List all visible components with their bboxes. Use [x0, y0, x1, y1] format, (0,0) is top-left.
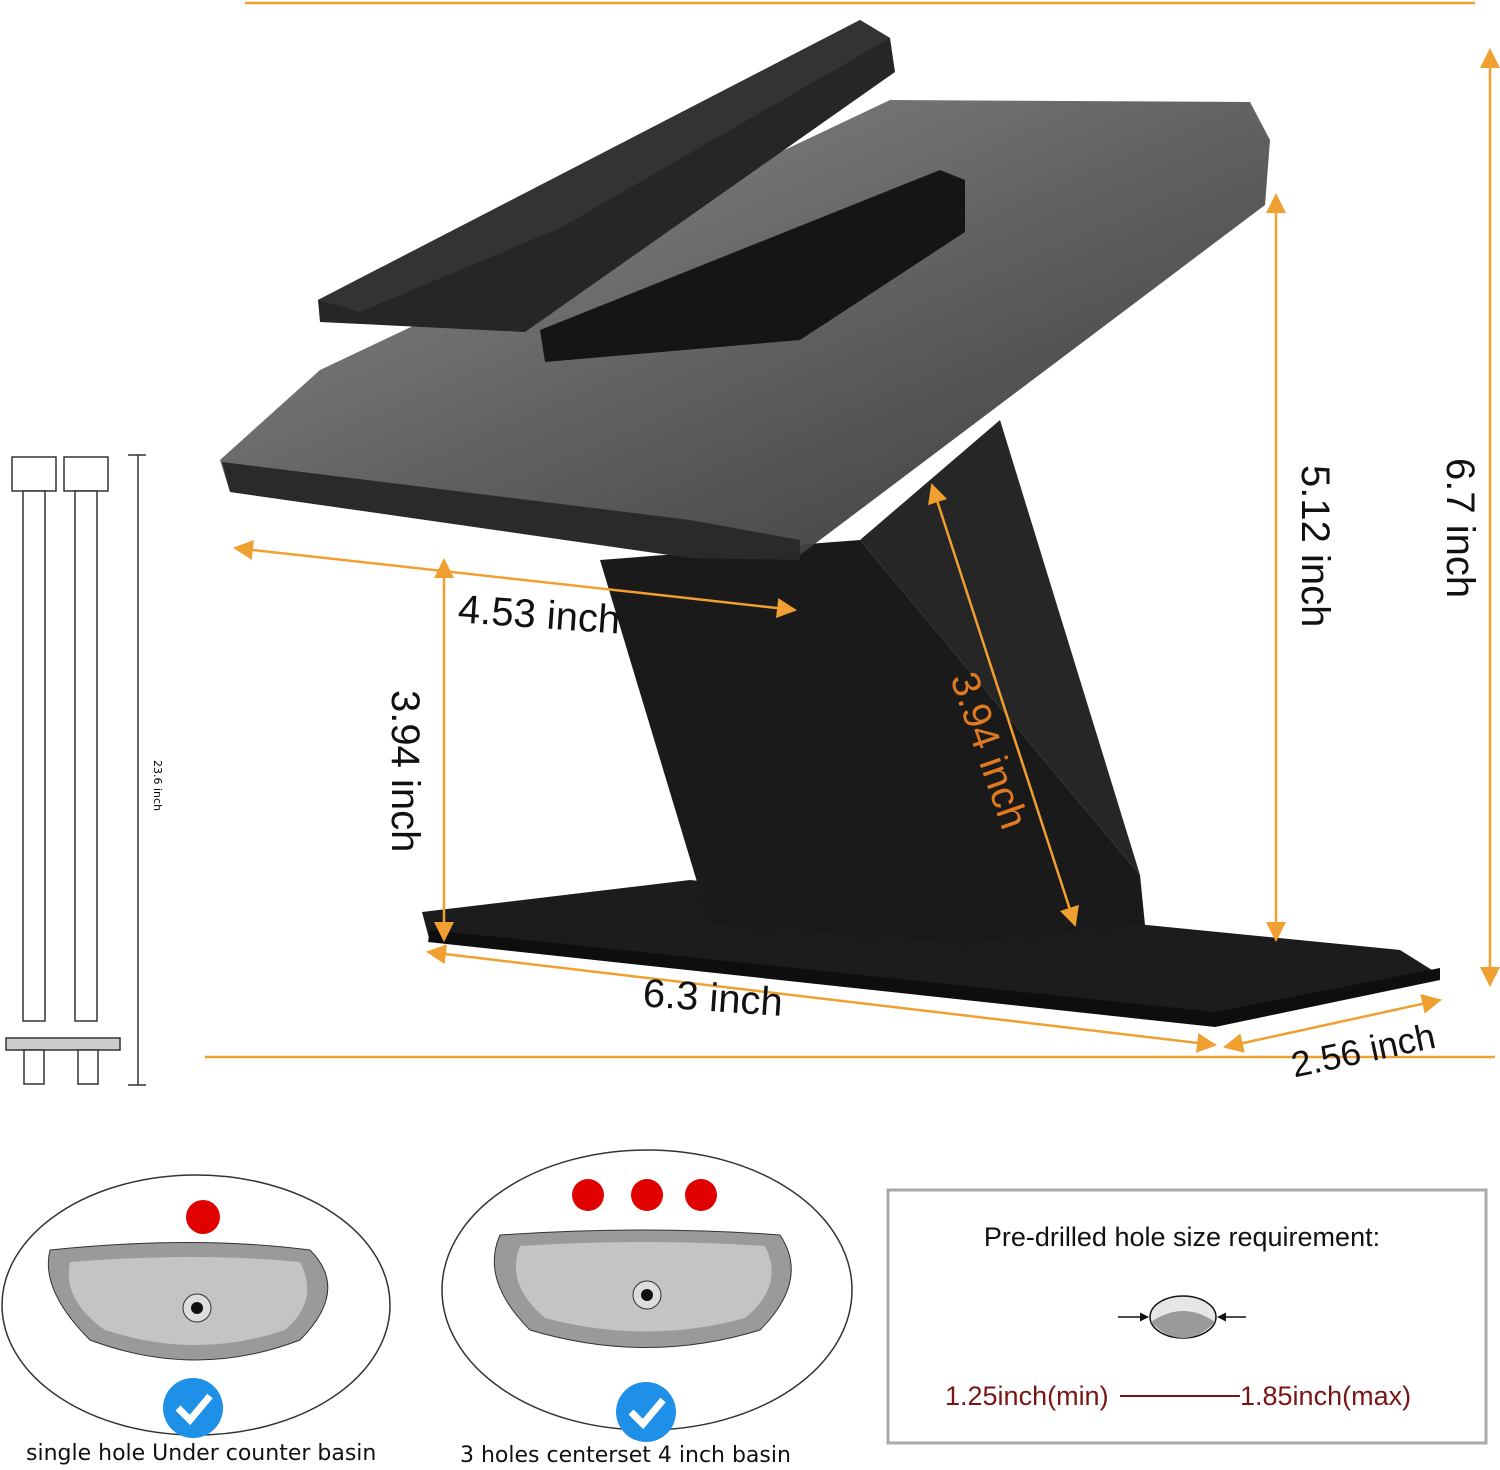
base-length-arrow	[426, 944, 1217, 1053]
hose-nut	[11, 456, 57, 492]
hose-length-label: 23.6 inch	[151, 760, 164, 811]
hose-tube	[74, 490, 98, 1022]
basin-three-hole	[441, 1149, 853, 1442]
spout-width-label: 4.53 inch	[457, 587, 622, 642]
supply-hoses	[5, 454, 146, 1086]
handle-block	[540, 170, 965, 362]
spout-width-arrow	[233, 540, 797, 618]
faucet-handle-top	[318, 20, 890, 312]
hose-nut	[63, 456, 109, 492]
total-height-label: 6.7 inch	[1438, 458, 1482, 598]
spout-height-label: 3.94 inch	[383, 690, 427, 852]
glass-spout-edge	[222, 462, 800, 560]
hole-dot	[685, 1179, 717, 1211]
faucet-image	[220, 20, 1440, 1027]
dimension-lines	[205, 1, 1500, 1059]
base-length-label: 6.3 inch	[641, 971, 784, 1025]
base-width-label: 2.56 inch	[1287, 1015, 1438, 1085]
hose-thread	[23, 1049, 45, 1085]
check-icon	[616, 1382, 676, 1442]
hole-dot	[186, 1200, 220, 1234]
basin-caption: 3 holes centerset 4 inch basin	[460, 1443, 791, 1468]
hole-requirement-box: Pre-drilled hole size requirement: 1.25i…	[886, 1188, 1488, 1445]
hose-thread	[77, 1049, 99, 1085]
check-icon	[163, 1378, 223, 1438]
column-length-arrow	[928, 483, 1079, 927]
handle-height-label: 5.12 inch	[1293, 465, 1337, 627]
basin-single-hole	[1, 1174, 391, 1438]
hole-dot	[631, 1179, 663, 1211]
hose-bracket	[5, 1037, 121, 1051]
hole-requirement-title: Pre-drilled hole size requirement:	[984, 1222, 1380, 1252]
base-width-arrow	[1223, 994, 1442, 1053]
hole-min-label: 1.25inch(min)	[945, 1381, 1109, 1411]
hose-tube	[22, 490, 46, 1022]
hole-dot	[572, 1179, 604, 1211]
basin-caption: single hole Under counter basin	[26, 1441, 376, 1466]
hole-max-label: 1.85inch(max)	[1240, 1381, 1411, 1411]
